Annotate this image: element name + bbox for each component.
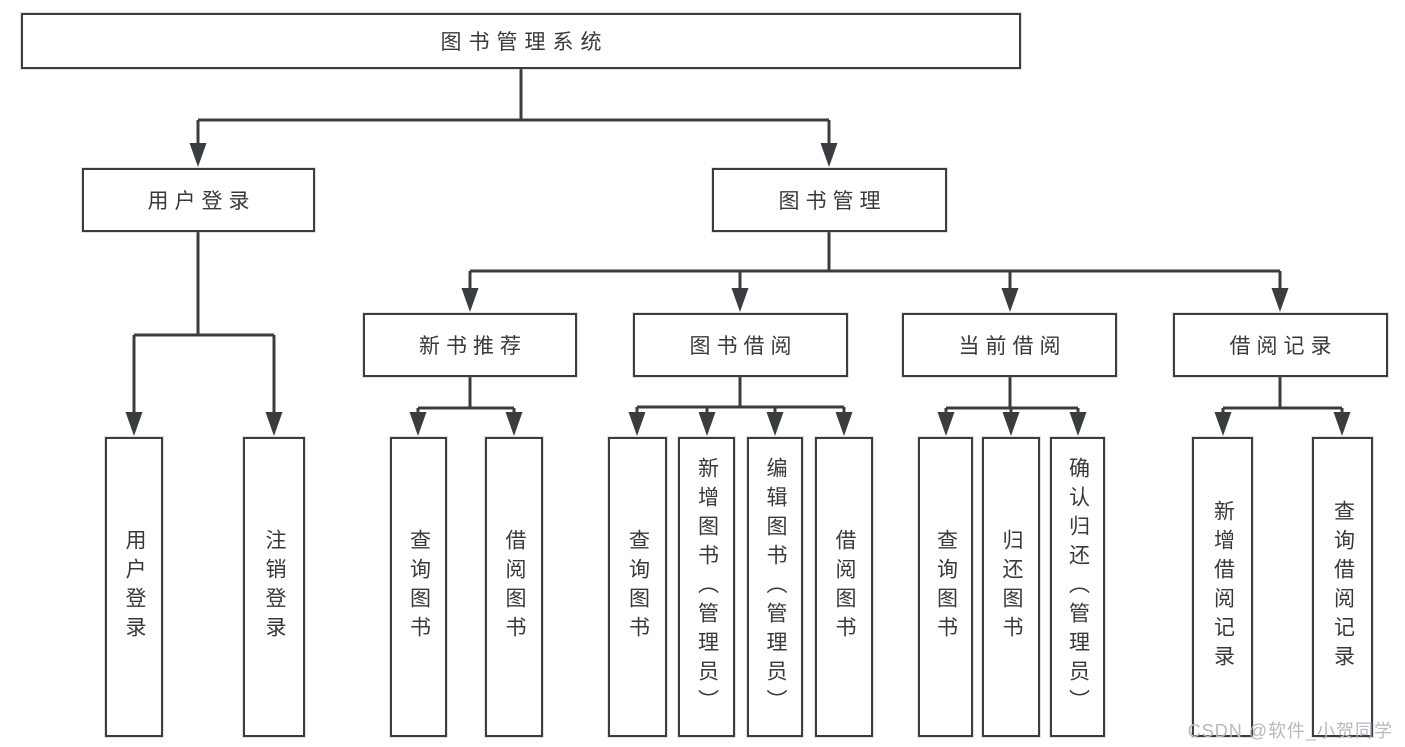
node-book-management: 图书管理 bbox=[712, 168, 947, 232]
node-borrow-records-label: 借阅记录 bbox=[1229, 335, 1338, 358]
node-leaf-add-book-admin: 新增图书（管理员） bbox=[678, 437, 735, 737]
node-leaf-add-borrow-record: 新增借阅记录 bbox=[1192, 437, 1253, 737]
node-book-borrow-label: 图书借阅 bbox=[689, 335, 798, 358]
node-leaf-query-book-2-label: 查询图书 bbox=[626, 529, 650, 645]
node-leaf-user-login-label: 用户登录 bbox=[123, 529, 146, 645]
node-leaf-return-book-label: 归还图书 bbox=[1000, 529, 1023, 645]
node-leaf-edit-book-admin-label: 编辑图书（管理员） bbox=[764, 456, 787, 718]
node-leaf-query-book-2: 查询图书 bbox=[608, 437, 667, 737]
node-leaf-borrow-book-1: 借阅图书 bbox=[485, 437, 543, 737]
node-book-borrow: 图书借阅 bbox=[633, 313, 848, 377]
node-book-management-label: 图书管理 bbox=[778, 190, 887, 213]
node-leaf-query-book-3: 查询图书 bbox=[918, 437, 973, 737]
node-leaf-logout-label: 注销登录 bbox=[263, 529, 286, 645]
node-root: 图书管理系统 bbox=[21, 13, 1021, 69]
node-new-book-recommend-label: 新书推荐 bbox=[419, 335, 527, 358]
node-leaf-edit-book-admin: 编辑图书（管理员） bbox=[747, 437, 803, 737]
node-user-login-label: 用户登录 bbox=[147, 190, 256, 213]
node-leaf-add-borrow-record-label: 新增借阅记录 bbox=[1211, 500, 1235, 674]
node-borrow-records: 借阅记录 bbox=[1173, 313, 1388, 377]
node-leaf-confirm-return-admin-label: 确认归还（管理员） bbox=[1066, 456, 1090, 718]
node-leaf-user-login: 用户登录 bbox=[105, 437, 163, 737]
node-leaf-add-book-admin-label: 新增图书（管理员） bbox=[695, 456, 719, 718]
node-current-borrow: 当前借阅 bbox=[902, 313, 1117, 377]
node-leaf-logout: 注销登录 bbox=[243, 437, 305, 737]
node-leaf-return-book: 归还图书 bbox=[982, 437, 1040, 737]
node-leaf-borrow-book-1-label: 借阅图书 bbox=[503, 529, 526, 645]
node-current-borrow-label: 当前借阅 bbox=[958, 335, 1067, 358]
node-leaf-query-book-3-label: 查询图书 bbox=[934, 529, 958, 645]
watermark-text: CSDN @软件_小贺同学 bbox=[1187, 721, 1393, 741]
node-leaf-query-borrow-record-label: 查询借阅记录 bbox=[1331, 500, 1355, 674]
node-new-book-recommend: 新书推荐 bbox=[363, 313, 577, 377]
node-leaf-confirm-return-admin: 确认归还（管理员） bbox=[1050, 437, 1105, 737]
node-leaf-query-borrow-record: 查询借阅记录 bbox=[1312, 437, 1373, 737]
node-user-login: 用户登录 bbox=[82, 168, 315, 232]
node-leaf-query-book-1: 查询图书 bbox=[390, 437, 447, 737]
node-leaf-borrow-book-2-label: 借阅图书 bbox=[833, 529, 856, 645]
node-root-label: 图书管理系统 bbox=[440, 31, 609, 54]
node-leaf-query-book-1-label: 查询图书 bbox=[407, 529, 431, 645]
node-leaf-borrow-book-2: 借阅图书 bbox=[815, 437, 873, 737]
